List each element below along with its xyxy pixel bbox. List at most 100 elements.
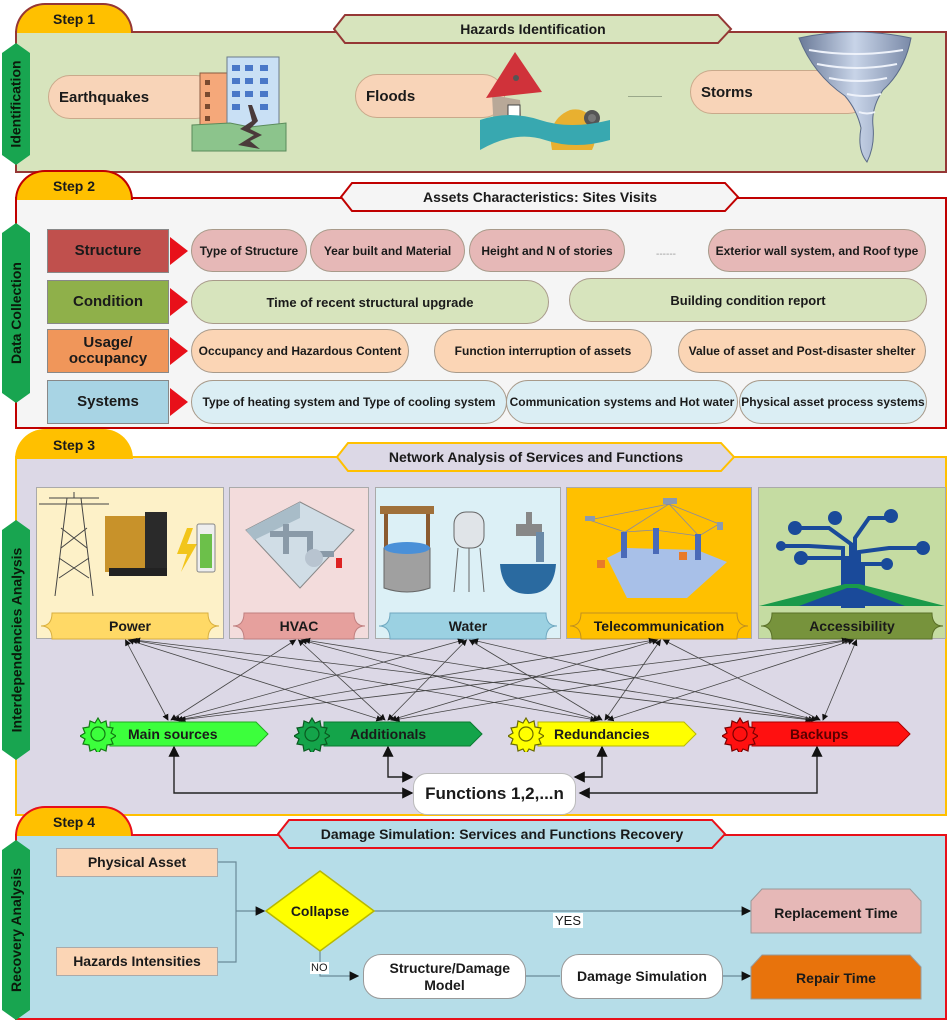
service-label-accessibility-text: Accessibility [809, 618, 895, 634]
earthquake-building-icon [191, 56, 287, 152]
service-label-water-text: Water [448, 618, 488, 634]
hazard-earthquakes: Earthquakes [48, 75, 218, 119]
collapse-decision-diamond [265, 870, 375, 952]
repair-time-box: Repair Time [750, 958, 922, 998]
item-text: Physical asset process systems [741, 395, 925, 409]
item-text: Type of heating system and Type of cooli… [202, 395, 496, 409]
step3-side-label: Interdependencies Analysis [2, 520, 30, 760]
item-physical-process: Physical asset process systems [739, 380, 927, 424]
step1-banner-text: Hazards Identification [460, 21, 606, 37]
repair-time-shape [750, 954, 922, 1000]
category-condition: Condition [47, 280, 169, 324]
structure-model-box: Structure/Damage Model [363, 954, 526, 999]
step2-tab: Step 2 [15, 170, 133, 200]
connector-additionals-functions [382, 745, 414, 783]
circuit-tree-icon [759, 509, 945, 608]
satellite-network-icon [585, 498, 727, 598]
damage-simulation-text: Damage Simulation [577, 968, 707, 985]
arrow-right-icon [170, 288, 188, 316]
step4-tab: Step 4 [15, 806, 133, 836]
item-text: Year built and Material [323, 243, 452, 258]
item-text: Type of Structure [199, 243, 299, 258]
step3-banner-text: Network Analysis of Services and Functio… [388, 449, 684, 465]
item-text: Time of recent structural upgrade [266, 294, 474, 310]
category-structure: Structure [47, 229, 169, 273]
functions-box: Functions 1,2,...n [413, 773, 576, 815]
power-tower-generator-battery-icon [39, 492, 216, 597]
item-function-interruption: Function interruption of assets [434, 329, 652, 373]
hazards-intensities-box: Hazards Intensities [56, 947, 218, 976]
step2-side-label: Data Collection [2, 223, 30, 403]
step4-side-label: Recovery Analysis [2, 840, 30, 1020]
link-accessibility-redundancies [607, 638, 855, 722]
resource-additionals: Additionals [294, 716, 484, 752]
item-text: Occupancy and Hazardous Content [198, 344, 402, 358]
hvac-room-icon [245, 501, 355, 589]
tornado-icon [798, 31, 912, 163]
step1-side-label: Identification [2, 43, 30, 165]
flooded-house-icon [480, 52, 610, 150]
item-text: Function interruption of assets [454, 344, 632, 358]
service-label-telecom-text: Telecommunication [593, 618, 725, 634]
hazard-earthquakes-label: Earthquakes [59, 88, 150, 106]
banner-shape [333, 14, 733, 44]
step1-tab: Step 1 [15, 3, 133, 33]
replacement-time-box: Replacement Time [750, 893, 922, 933]
step2-tab-label: Step 2 [52, 178, 95, 194]
item-value-of-asset: Value of asset and Post-disaster shelter [678, 329, 926, 373]
service-label-hvac-text: HVAC [279, 618, 319, 634]
item-heating-cooling: Type of heating system and Type of cooli… [191, 380, 507, 424]
item-communication-hot-water: Communication systems and Hot water [506, 380, 738, 424]
step2-banner: Assets Characteristics: Sites Visits [340, 182, 740, 212]
category-usage: Usage/ occupancy [47, 329, 169, 373]
service-label-water: Water [378, 612, 558, 640]
resource-backups: Backups [722, 716, 912, 752]
resource-redundancies-text: Redundancies [554, 726, 650, 742]
link-accessibility-backups [822, 639, 858, 721]
repair-time-text: Repair Time [796, 969, 876, 986]
category-usage-label: Usage/ occupancy [68, 333, 148, 367]
collapse-label: Collapse [265, 897, 375, 925]
connector-main-functions [168, 745, 414, 799]
item-year-built: Year built and Material [310, 229, 465, 272]
step3-tab-label: Step 3 [52, 437, 95, 453]
gear-icon [508, 716, 544, 752]
category-structure-label: Structure [74, 241, 142, 259]
item-structural-upgrade: Time of recent structural upgrade [191, 280, 549, 324]
item-text: Exterior wall system, and Roof type [715, 243, 919, 258]
item-text: Communication systems and Hot water [509, 395, 735, 409]
item-height-stories: Height and N of stories [469, 229, 625, 272]
arrow-right-icon [170, 237, 188, 265]
physical-asset-text: Physical Asset [87, 854, 187, 871]
arrow-right-icon [170, 337, 188, 365]
label-shape [760, 612, 944, 640]
collapse-text: Collapse [290, 902, 350, 919]
hazard-floods-label: Floods [366, 87, 416, 105]
item-text: Value of asset and Post-disaster shelter [688, 344, 916, 358]
arrow-right-icon [170, 388, 188, 416]
structure-model-text: Structure/Damage Model [389, 959, 511, 993]
resource-main-sources: Main sources [80, 716, 270, 752]
damage-simulation-box: Damage Simulation [561, 954, 723, 999]
water-well-tower-tap-icon [380, 506, 556, 594]
step4-banner-text: Damage Simulation: Services and Function… [320, 826, 684, 842]
step1-tab-label: Step 1 [52, 11, 95, 27]
connector-backups-functions [578, 745, 823, 799]
item-type-of-structure: Type of Structure [191, 229, 307, 272]
no-label: NO [310, 962, 329, 974]
replacement-time-shape [750, 888, 922, 934]
service-label-accessibility: Accessibility [760, 612, 944, 640]
physical-asset-box: Physical Asset [56, 848, 218, 877]
yes-label: YES [553, 913, 584, 928]
item-building-condition: Building condition report [569, 278, 927, 322]
resource-additionals-text: Additionals [350, 726, 427, 742]
service-label-power: Power [40, 612, 220, 640]
hazard-storms-label: Storms [701, 83, 753, 101]
replacement-time-text: Replacement Time [774, 904, 898, 921]
hazards-ellipsis [628, 96, 662, 97]
gear-icon [80, 716, 116, 752]
step1-banner: Hazards Identification [333, 14, 733, 44]
category-systems: Systems [47, 380, 169, 424]
